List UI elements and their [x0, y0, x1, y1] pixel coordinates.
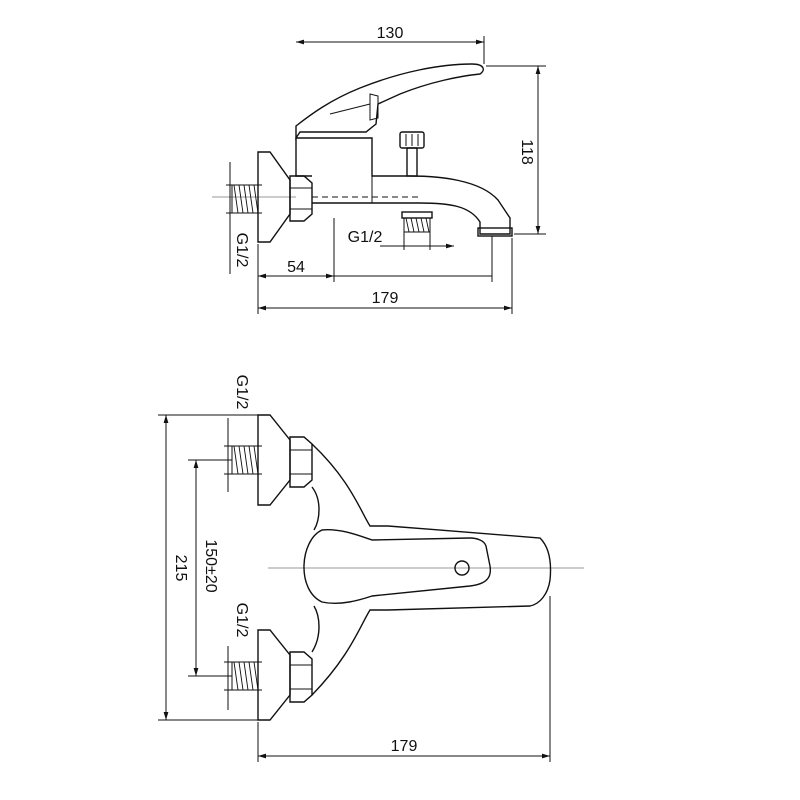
side-dim-g12-bottom-label: G1/2 [348, 229, 383, 246]
front-dim-179-label: 179 [391, 738, 418, 755]
front-upper-flange [257, 414, 291, 506]
side-dim-179-label: 179 [372, 290, 399, 307]
side-dim-130-label: 130 [377, 25, 404, 42]
dim-150-20: 150±20 [188, 459, 232, 677]
front-upper-nut [289, 436, 313, 488]
dim-g12-left: G1/2 [226, 162, 262, 274]
side-dim-54-label: 54 [287, 259, 305, 276]
side-spout-outlet [477, 227, 513, 237]
front-faucet-body [311, 443, 552, 696]
dim-179-front: 179 [257, 596, 551, 762]
side-dim-118-label: 118 [518, 139, 535, 165]
front-dim-g12-top-label: G1/2 [233, 375, 250, 410]
dim-g12-bottom: G1/2 [348, 229, 454, 250]
side-lever-handle [295, 63, 484, 141]
front-lower-thread [231, 661, 259, 691]
side-threaded-inlet [231, 184, 259, 214]
front-lever-handle [303, 528, 492, 605]
dim-215: 215 [158, 414, 262, 721]
side-dim-g12-left-label: G1/2 [233, 233, 250, 268]
dim-130: 130 [296, 25, 485, 64]
front-dim-g12-bottom-label: G1/2 [233, 603, 250, 638]
side-faucet-body [295, 137, 511, 235]
side-view: 130 118 G1/2 G1/2 [212, 25, 546, 314]
front-lower-flange [257, 629, 291, 721]
side-diverter-knob [399, 131, 425, 177]
dim-118: 118 [486, 65, 546, 235]
front-view: G1/2 G1/2 150±20 215 179 [158, 375, 584, 762]
front-lower-nut [289, 651, 313, 703]
dim-54: 54 [258, 218, 493, 282]
side-shower-outlet [401, 211, 433, 233]
dim-179-side: 179 [257, 238, 513, 314]
front-lever-hole [454, 560, 470, 576]
front-upper-thread [231, 445, 259, 475]
front-dim-150-label: 150±20 [202, 539, 219, 592]
side-nut [289, 175, 313, 222]
front-dim-215-label: 215 [172, 555, 189, 582]
